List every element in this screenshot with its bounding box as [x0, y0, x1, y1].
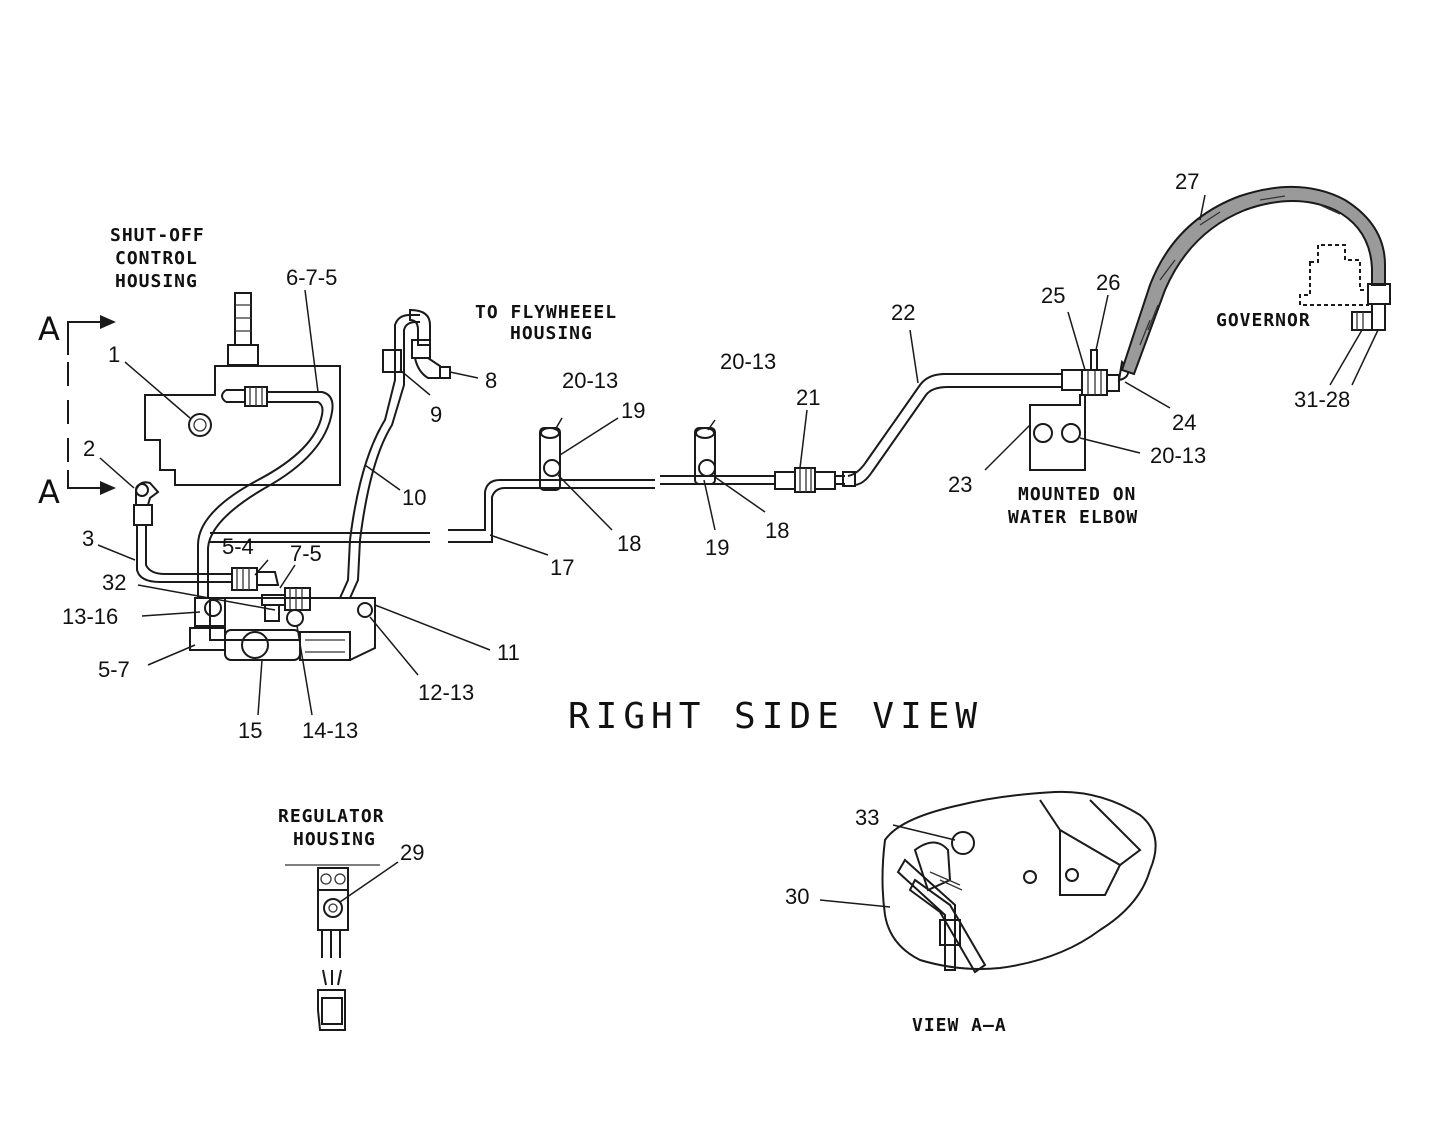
- shutoff-note-line3: HOUSING: [115, 271, 198, 292]
- callout-19-b: 19: [705, 535, 729, 560]
- water-elbow-fittings: [1029, 349, 1130, 471]
- callout-5-4: 5-4: [222, 534, 254, 559]
- mounted-note-line2: WATER ELBOW: [1008, 507, 1138, 528]
- callout-23: 23: [948, 472, 972, 497]
- callout-11: 11: [497, 640, 520, 665]
- shutoff-note-line2: CONTROL: [115, 248, 198, 269]
- section-mark-top: A: [38, 310, 60, 348]
- callout-30: 30: [785, 884, 809, 909]
- callout-3: 3: [82, 526, 94, 551]
- view-aa-detail: VIEW A–A: [881, 790, 1157, 1036]
- callout-20-13-b: 20-13: [720, 349, 776, 374]
- plug-1: [188, 413, 212, 437]
- callout-6-7-5: 6-7-5: [286, 265, 337, 290]
- callout-2: 2: [83, 436, 95, 461]
- governor-note: GOVERNOR: [1216, 310, 1311, 331]
- callout-18-b: 18: [765, 518, 789, 543]
- view-aa-title: VIEW A–A: [912, 1015, 1007, 1036]
- callout-22: 22: [891, 300, 915, 325]
- callout-9: 9: [430, 402, 442, 427]
- valve-block-assembly: [133, 481, 376, 661]
- knob-33: [951, 831, 975, 855]
- leader-lines: [97, 194, 1379, 908]
- callout-24: 24: [1172, 410, 1196, 435]
- flywheel-note-line1: TO FLYWHEEEL: [475, 302, 617, 323]
- callout-27: 27: [1175, 169, 1199, 194]
- section-marker-aa: A A: [38, 310, 116, 511]
- callout-labels: 1 2 3 32 13-16 5-7 15 14-13 12-13 11 5-4…: [62, 169, 1350, 909]
- callout-26: 26: [1096, 270, 1120, 295]
- callout-32: 32: [102, 570, 126, 595]
- tube-19-run: [539, 427, 845, 493]
- shutoff-control-housing: SHUT-OFF CONTROL HOUSING: [110, 225, 341, 486]
- callout-17: 17: [550, 555, 574, 580]
- regulator-housing: REGULATOR HOUSING: [278, 806, 385, 1031]
- mounted-note-line1: MOUNTED ON: [1018, 484, 1136, 505]
- governor: GOVERNOR: [1216, 244, 1391, 331]
- callout-33: 33: [855, 805, 879, 830]
- callout-12-13: 12-13: [418, 680, 474, 705]
- callout-5-7: 5-7: [98, 657, 130, 682]
- callout-20-13-a: 20-13: [562, 368, 618, 393]
- callout-18-a: 18: [617, 531, 641, 556]
- callout-31-28: 31-28: [1294, 387, 1350, 412]
- callout-14-13: 14-13: [302, 718, 358, 743]
- section-mark-bottom: A: [38, 473, 60, 511]
- callout-15: 15: [238, 718, 262, 743]
- callout-19-a: 19: [621, 398, 645, 423]
- callout-7-5: 7-5: [290, 541, 322, 566]
- callout-10: 10: [402, 485, 426, 510]
- callout-13-16: 13-16: [62, 604, 118, 629]
- hose-27: [1120, 185, 1386, 376]
- regulator-note-line2: HOUSING: [293, 829, 376, 850]
- callout-29: 29: [400, 840, 424, 865]
- regulator-note-line1: REGULATOR: [278, 806, 385, 827]
- callout-20-13-c: 20-13: [1150, 443, 1206, 468]
- callout-25: 25: [1041, 283, 1065, 308]
- callout-8: 8: [485, 368, 497, 393]
- callout-1: 1: [108, 342, 120, 367]
- flywheel-note-line2: HOUSING: [510, 323, 593, 344]
- callout-21: 21: [796, 385, 820, 410]
- main-view-title: RIGHT SIDE VIEW: [568, 696, 983, 737]
- shutoff-note-line1: SHUT-OFF: [110, 225, 205, 246]
